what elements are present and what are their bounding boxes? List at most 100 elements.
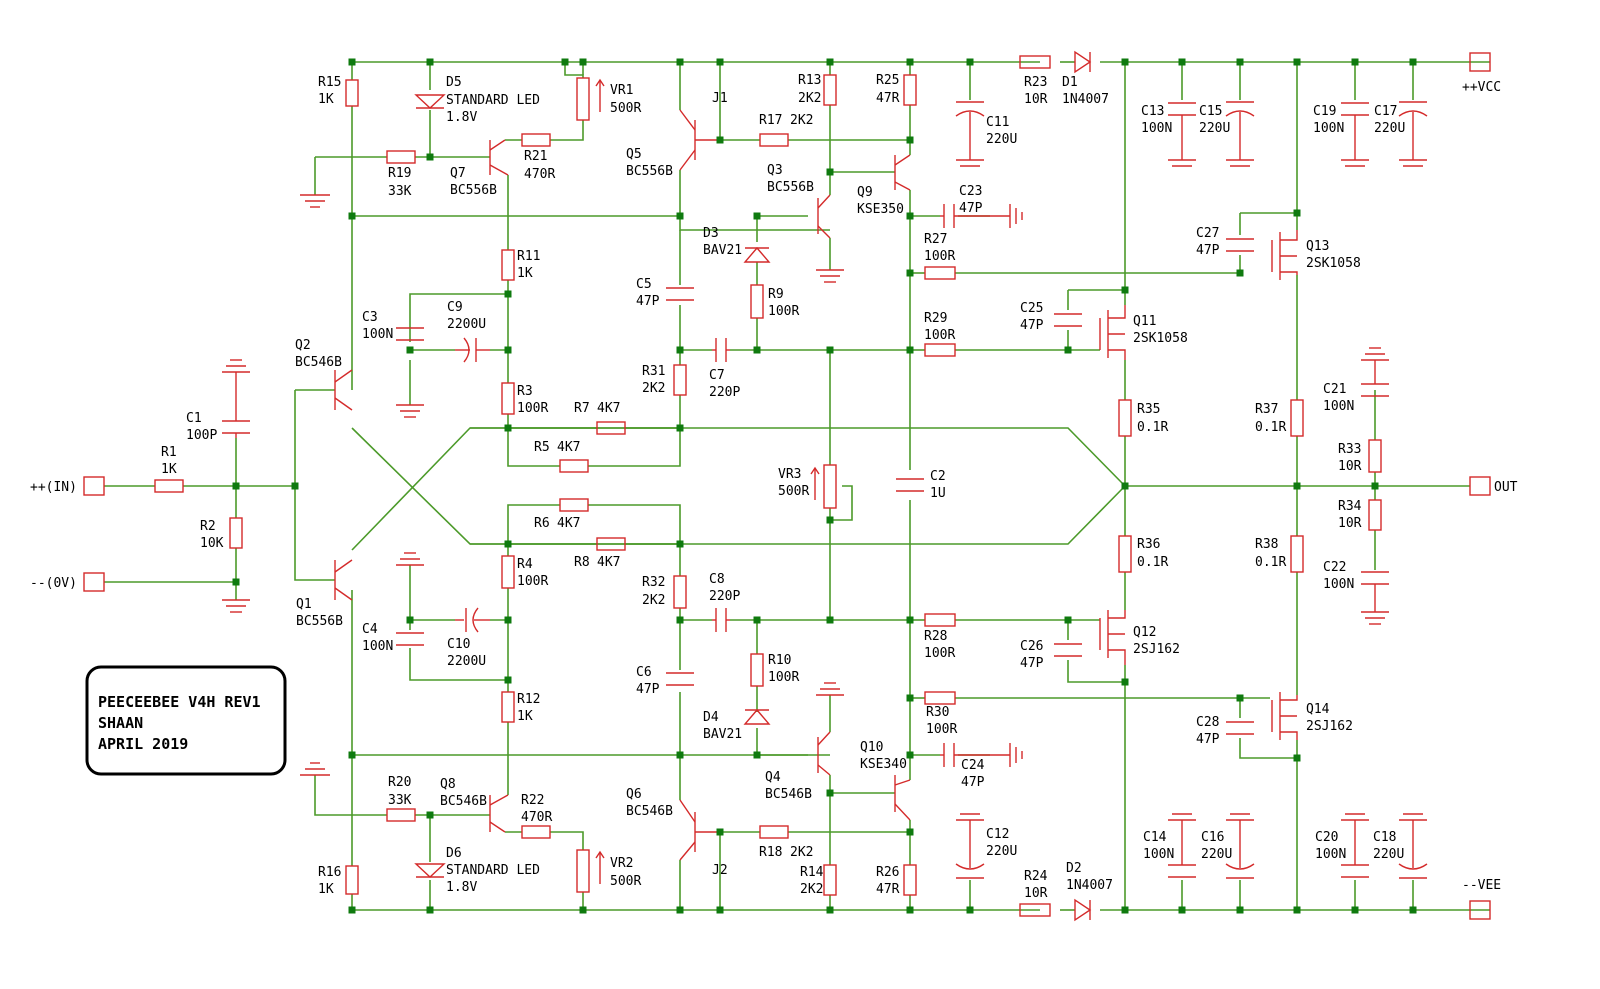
label-R36-ref: R36 bbox=[1137, 537, 1160, 552]
resistor-R6 bbox=[559, 498, 589, 512]
label-C23-ref: C23 bbox=[959, 184, 982, 199]
label-R21-ref: R21 bbox=[524, 149, 547, 164]
ground-symbol bbox=[300, 194, 330, 208]
resistor-R20 bbox=[386, 808, 416, 822]
label-D1-ref: D1 bbox=[1062, 75, 1078, 90]
label-Q7-ref: Q7 bbox=[450, 166, 466, 181]
label-R33-value: 10R bbox=[1338, 459, 1362, 474]
label-C1-value: 100P bbox=[186, 428, 217, 443]
junction-dot bbox=[676, 58, 684, 66]
junction-dot bbox=[406, 346, 414, 354]
junction-dot bbox=[906, 212, 914, 220]
junction-dot bbox=[348, 906, 356, 914]
resistor-R2 bbox=[229, 517, 243, 549]
label-D6-extra: 1.8V bbox=[446, 880, 477, 895]
junction-dot bbox=[426, 811, 434, 819]
label-Q11-ref: Q11 bbox=[1133, 314, 1156, 329]
label-R3-ref: R3 bbox=[517, 384, 533, 399]
junction-dot bbox=[291, 482, 299, 490]
junction-dot bbox=[561, 58, 569, 66]
label-VR2-value: 500R bbox=[610, 874, 641, 889]
label-C18-value: 220U bbox=[1373, 847, 1404, 862]
label-Q1-ref: Q1 bbox=[296, 597, 312, 612]
label-C15-value: 220U bbox=[1199, 121, 1230, 136]
label-R25-ref: R25 bbox=[876, 73, 899, 88]
label-R7-value: 4K7 bbox=[597, 401, 620, 416]
junction-dots bbox=[232, 58, 1417, 914]
resistor-R12 bbox=[501, 691, 515, 723]
ground-symbol bbox=[1226, 159, 1254, 167]
capacitor-C11 bbox=[955, 101, 985, 160]
resistor-R3 bbox=[501, 382, 515, 415]
port-out-label: OUT bbox=[1494, 480, 1518, 495]
resistor-R34 bbox=[1368, 499, 1382, 531]
junction-dot bbox=[906, 828, 914, 836]
junction-dot bbox=[716, 136, 724, 144]
junction-dot bbox=[1293, 209, 1301, 217]
trimmer-VR2 bbox=[576, 849, 605, 893]
label-R38-value: 0.1R bbox=[1255, 555, 1286, 570]
label-R26-value: 47R bbox=[876, 882, 900, 897]
port-vee-box bbox=[1469, 900, 1491, 920]
label-C16-value: 220U bbox=[1201, 847, 1232, 862]
junction-dot bbox=[966, 906, 974, 914]
resistor-R14 bbox=[823, 864, 837, 896]
label-R8-ref: R8 bbox=[574, 555, 590, 570]
label-R28-value: 100R bbox=[924, 646, 955, 661]
label-Q7-value: BC556B bbox=[450, 183, 497, 198]
junction-dot bbox=[716, 906, 724, 914]
label-C28-ref: C28 bbox=[1196, 715, 1219, 730]
resistor-R38 bbox=[1290, 535, 1304, 573]
label-R31-value: 2K2 bbox=[642, 381, 665, 396]
junction-dot bbox=[826, 58, 834, 66]
junction-dot bbox=[1236, 694, 1244, 702]
label-Q12-value: 2SJ162 bbox=[1133, 642, 1180, 657]
label-R32-value: 2K2 bbox=[642, 593, 665, 608]
label-Q1-value: BC556B bbox=[296, 614, 343, 629]
transistor-Q4 bbox=[817, 731, 831, 776]
ground-symbol bbox=[222, 359, 250, 373]
components bbox=[83, 50, 1491, 922]
label-C27-value: 47P bbox=[1196, 243, 1220, 258]
resistor-R33 bbox=[1368, 439, 1382, 473]
label-R4-value: 100R bbox=[517, 574, 548, 589]
label-R10-ref: R10 bbox=[768, 653, 791, 668]
junction-dot bbox=[1371, 482, 1379, 490]
resistor-R4 bbox=[501, 555, 515, 589]
label-C7-value: 220P bbox=[709, 385, 740, 400]
capacitor-C1 bbox=[222, 372, 250, 438]
title-block-line2: SHAAN bbox=[98, 714, 143, 732]
label-R34-ref: R34 bbox=[1338, 499, 1362, 514]
junction-dot bbox=[504, 346, 512, 354]
label-Q4-ref: Q4 bbox=[765, 770, 781, 785]
label-C27-ref: C27 bbox=[1196, 226, 1219, 241]
label-R19-ref: R19 bbox=[388, 166, 411, 181]
label-Q10-value: KSE340 bbox=[860, 757, 907, 772]
label-C8-ref: C8 bbox=[709, 572, 725, 587]
junction-dot bbox=[406, 616, 414, 624]
label-R29-value: 100R bbox=[924, 328, 955, 343]
label-C2-ref: C2 bbox=[930, 469, 946, 484]
label-C13-ref: C13 bbox=[1141, 104, 1164, 119]
label-R18-value: 2K2 bbox=[790, 845, 813, 860]
capacitor-C25 bbox=[1054, 313, 1082, 327]
label-Q9-value: KSE350 bbox=[857, 202, 904, 217]
title-block-line3: APRIL 2019 bbox=[98, 735, 188, 753]
resistor-R26 bbox=[903, 864, 917, 896]
label-R21-value: 470R bbox=[524, 167, 555, 182]
junction-dot bbox=[906, 616, 914, 624]
capacitor-C21 bbox=[1361, 347, 1389, 397]
resistor-R25 bbox=[903, 74, 917, 106]
label-C4-value: 100N bbox=[362, 639, 393, 654]
label-R10-value: 100R bbox=[768, 670, 799, 685]
junction-dot bbox=[676, 346, 684, 354]
label-R35-ref: R35 bbox=[1137, 402, 1160, 417]
resistor-R17 bbox=[759, 133, 789, 147]
label-C21-value: 100N bbox=[1323, 399, 1354, 414]
label-C22-ref: C22 bbox=[1323, 560, 1346, 575]
label-D4-ref: D4 bbox=[703, 710, 719, 725]
junction-dot bbox=[826, 168, 834, 176]
label-R13-value: 2K2 bbox=[798, 91, 821, 106]
label-R23-ref: R23 bbox=[1024, 75, 1047, 90]
label-R8-value: 4K7 bbox=[597, 555, 620, 570]
